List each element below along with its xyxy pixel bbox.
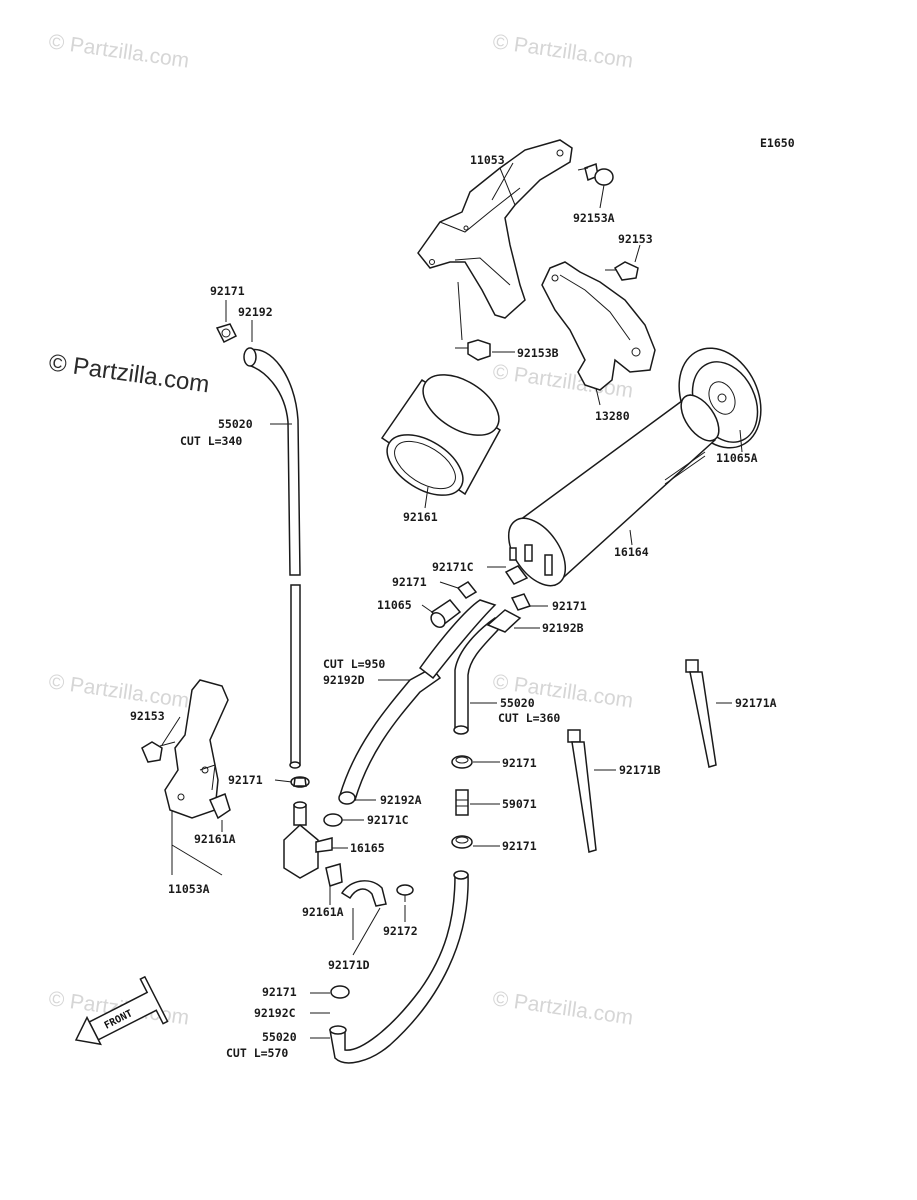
clip-92161A-left[interactable] [208, 793, 231, 820]
diagram-code: E1650 [760, 136, 795, 150]
clamp-92171C-lower[interactable] [323, 813, 343, 827]
label-92192C: 92192C [254, 1006, 296, 1020]
label-92153-top: 92153 [618, 232, 653, 246]
cap-11065[interactable] [428, 599, 462, 630]
label-92171-clamp2: 92171 [502, 839, 537, 853]
label-92171D: 92171D [328, 958, 370, 972]
label-59071: 59071 [502, 797, 537, 811]
label-92192-top: 92192 [238, 305, 273, 319]
label-92161A-lower: 92161A [302, 905, 344, 919]
clamp-92171-mid[interactable] [456, 581, 478, 599]
clamp-92171C-upper[interactable] [504, 565, 529, 585]
label-55020-mid: 55020 [500, 696, 535, 710]
label-92171A: 92171A [735, 696, 777, 710]
label-cut-340: CUT L=340 [180, 434, 242, 448]
clamp-92171-pipe[interactable] [290, 776, 310, 788]
clamp-92171-top[interactable] [215, 323, 238, 344]
bracket-13280[interactable] [541, 261, 656, 391]
clamp-92171-bottom[interactable] [330, 985, 350, 999]
clamp-92171D[interactable] [340, 880, 387, 907]
bolt-92153-left[interactable] [141, 741, 176, 763]
leader-lines [161, 162, 743, 1039]
label-55020-bottom: 55020 [262, 1030, 297, 1044]
label-11053: 11053 [470, 153, 505, 167]
tie-92171B[interactable] [567, 729, 597, 853]
bracket-11053[interactable] [417, 139, 573, 319]
label-11065: 11065 [377, 598, 412, 612]
label-92171C-upper: 92171C [432, 560, 474, 574]
label-92171-bottom: 92171 [262, 985, 297, 999]
tie-92171A[interactable] [685, 659, 717, 768]
label-92161: 92161 [403, 510, 438, 524]
hose-92192D[interactable] [338, 599, 497, 805]
clamp-92171-2[interactable] [451, 835, 473, 849]
label-92171B: 92171B [619, 763, 661, 777]
label-92161A-left: 92161A [194, 832, 236, 846]
label-92192A: 92192A [380, 793, 422, 807]
fitting-16165[interactable] [283, 801, 333, 879]
bolt-92153[interactable] [605, 261, 639, 281]
watermark: © Partzilla.com [47, 30, 190, 72]
hose-55020-bottom[interactable] [329, 870, 469, 1064]
label-92153B: 92153B [517, 346, 559, 360]
clip-92161A-lower[interactable] [325, 863, 343, 887]
label-92171-clamp1: 92171 [502, 756, 537, 770]
joint-59071[interactable] [455, 789, 469, 816]
watermark: © Partzilla.com [491, 30, 634, 72]
bolt-92153B[interactable] [455, 339, 491, 361]
label-11065A: 11065A [716, 451, 758, 465]
front-arrow: FRONT [74, 975, 169, 1046]
bracket-11053A[interactable] [164, 679, 229, 819]
label-92171-pipe: 92171 [228, 773, 263, 787]
label-92153A: 92153A [573, 211, 615, 225]
label-13280: 13280 [595, 409, 630, 423]
partzilla-watermark-dark: © Partzilla.com [47, 349, 211, 398]
label-92171C-lower: 92171C [367, 813, 409, 827]
label-92171-mid: 92171 [392, 575, 427, 589]
label-11053A: 11053A [168, 882, 210, 896]
label-92172: 92172 [383, 924, 418, 938]
clamp-92171-1[interactable] [451, 755, 473, 769]
label-cut-570: CUT L=570 [226, 1046, 288, 1060]
label-cut-950: CUT L=950 [323, 657, 385, 671]
label-cut-360: CUT L=360 [498, 711, 560, 725]
bolt-92172[interactable] [396, 884, 414, 902]
filter-92161[interactable] [377, 362, 510, 507]
bolt-92153A[interactable] [577, 162, 614, 186]
label-16164: 16164 [614, 545, 649, 559]
label-92171-top: 92171 [210, 284, 245, 298]
hose-55020-mid[interactable] [453, 609, 522, 735]
hose-55020-left[interactable] [243, 347, 301, 769]
canister-16164[interactable] [497, 389, 726, 596]
watermark: © Partzilla.com [491, 987, 634, 1029]
label-92192D: 92192D [323, 673, 365, 687]
part-labels: 11053 92153A 92153 92153B 13280 11065A 9… [130, 153, 777, 1060]
label-16165: 16165 [350, 841, 385, 855]
label-55020-left: 55020 [218, 417, 253, 431]
clamp-92171-right[interactable] [510, 593, 532, 611]
label-92192B: 92192B [542, 621, 584, 635]
watermark: © Partzilla.com [47, 670, 190, 712]
label-92153-left: 92153 [130, 709, 165, 723]
label-92171-right: 92171 [552, 599, 587, 613]
